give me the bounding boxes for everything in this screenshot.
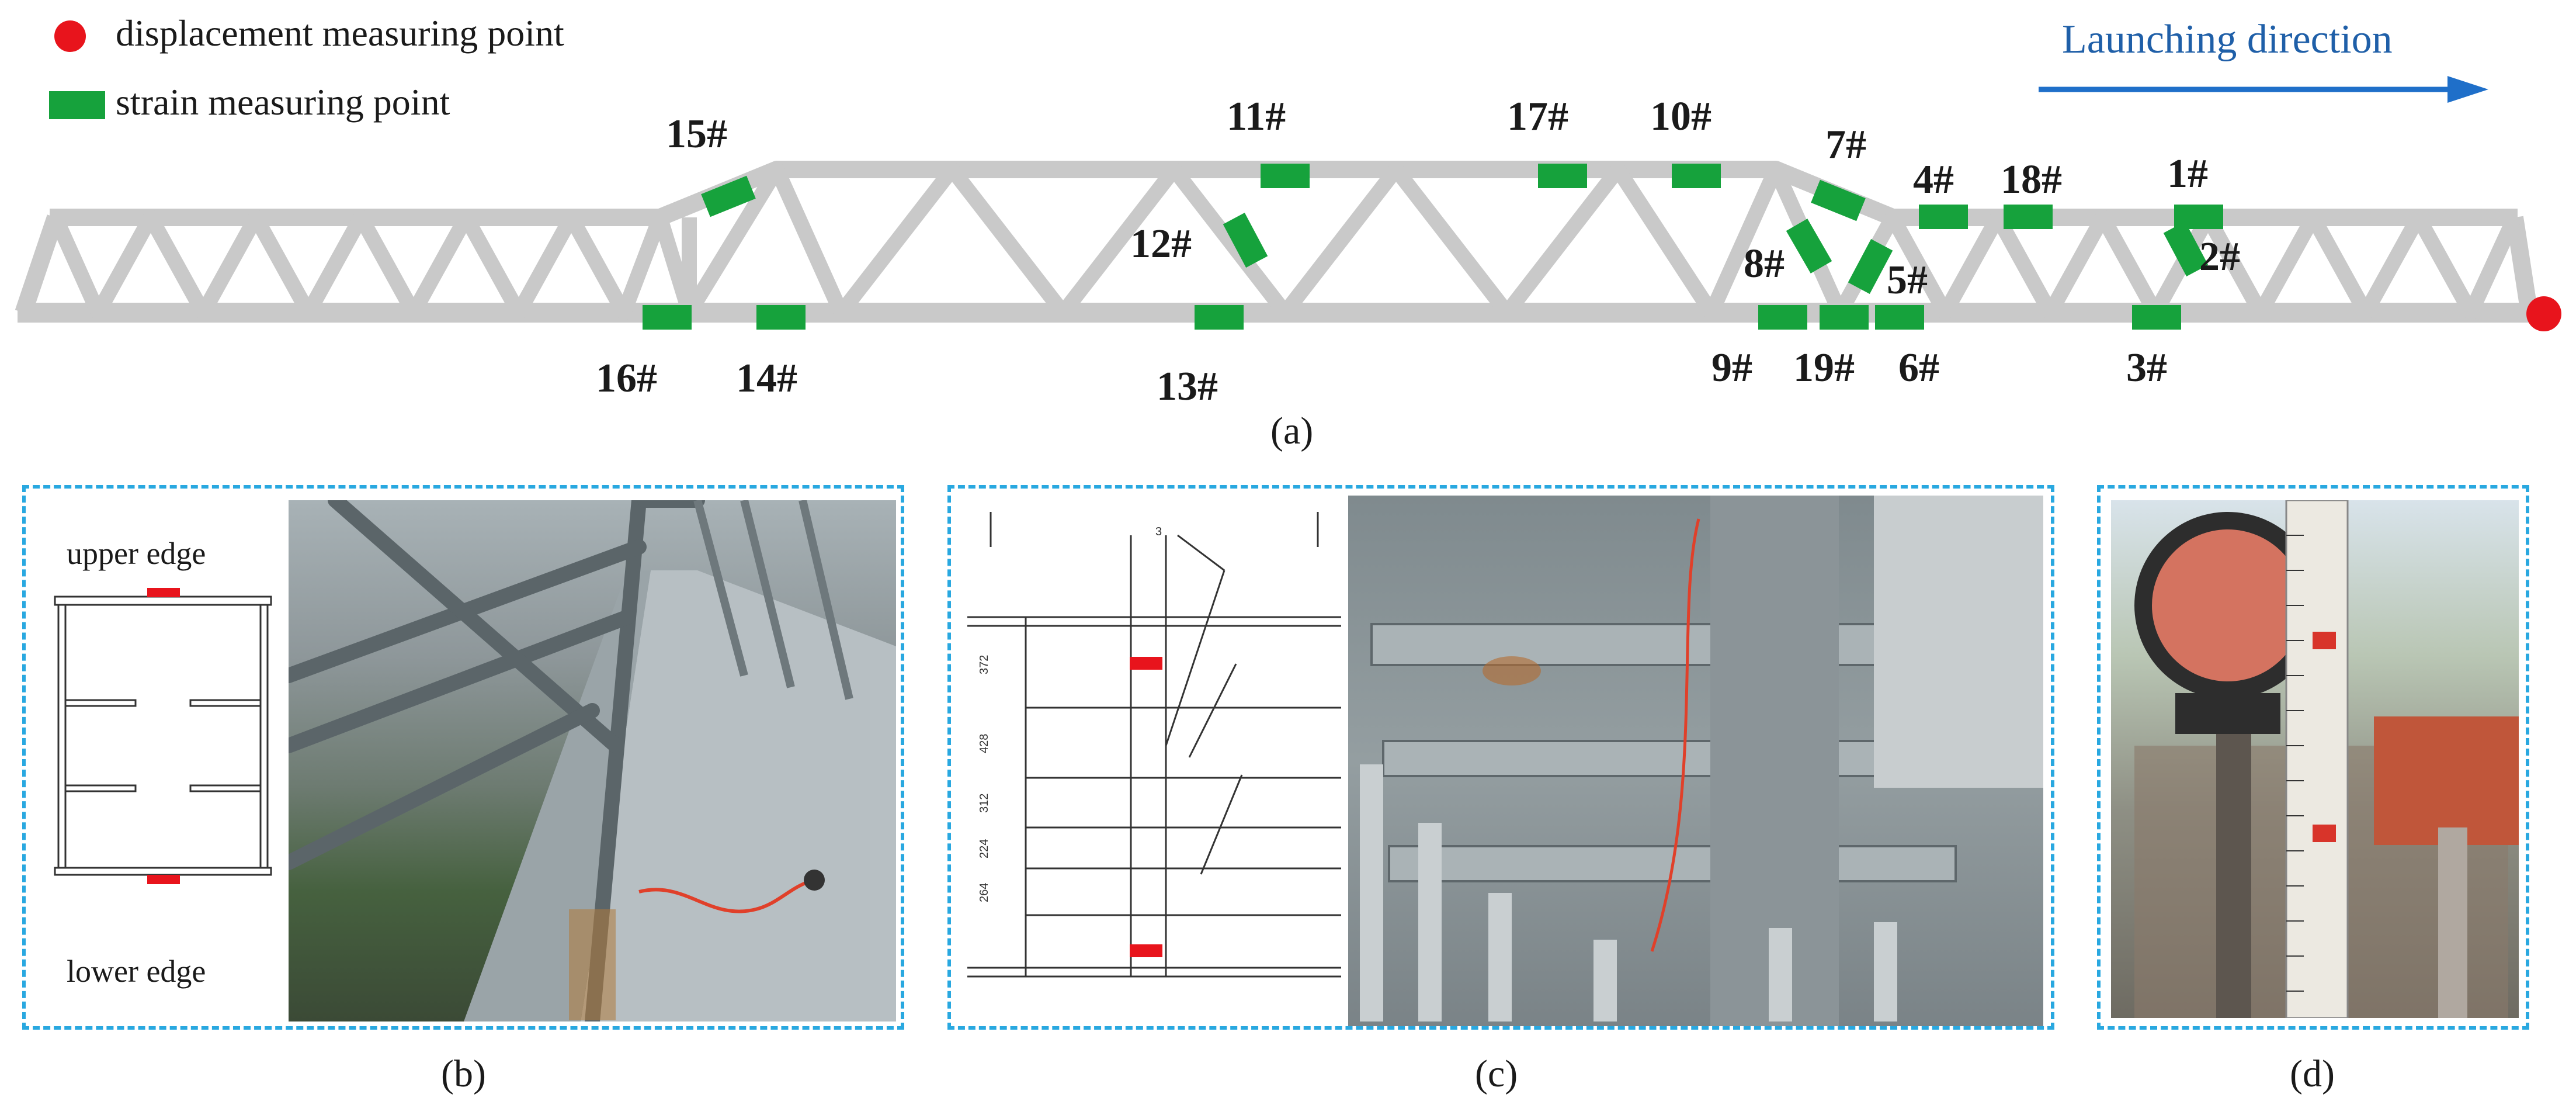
- label-6: 6#: [1898, 345, 1939, 390]
- truss-diagram: [15, 161, 2561, 331]
- panel-b: upper edge lower edge: [22, 485, 904, 1030]
- strain-legend-label: strain measuring point: [116, 81, 450, 123]
- label-10: 10#: [1650, 94, 1711, 139]
- dim-264: 264: [978, 883, 991, 902]
- label-3: 3#: [2126, 345, 2167, 390]
- weld-drawing-c: 372 428 312 224 264 3: [967, 512, 1341, 978]
- dim-224: 224: [978, 839, 991, 858]
- photo-bridge-walkway: [289, 500, 896, 1021]
- label-14: 14#: [736, 356, 797, 401]
- label-15: 15#: [666, 112, 727, 157]
- label-17: 17#: [1507, 94, 1568, 139]
- strain-gauge-5: [1848, 239, 1893, 294]
- label-5: 5#: [1887, 258, 1928, 303]
- lower-gauge-marker: [1130, 944, 1162, 957]
- label-19: 19#: [1793, 345, 1855, 390]
- strain-gauge-13: [1195, 305, 1244, 330]
- strain-gauge-16: [643, 305, 692, 330]
- panel-c: 372 428 312 224 264 3: [947, 485, 2054, 1030]
- strain-gauges: [643, 164, 2223, 330]
- displacement-point: [2526, 296, 2561, 331]
- label-8: 8#: [1744, 241, 1785, 286]
- strain-gauge-3: [2132, 305, 2181, 330]
- caption-c: (c): [1475, 1052, 1518, 1095]
- walkway-sketch: [289, 500, 896, 1021]
- label-4: 4#: [1913, 157, 1954, 202]
- label-9: 9#: [1711, 345, 1752, 390]
- strain-point-icon: [49, 91, 105, 119]
- label-2: 2#: [2199, 234, 2240, 279]
- strain-gauge-7: [1811, 179, 1866, 221]
- dim-372: 372: [978, 655, 991, 674]
- photo-girder-web: [1348, 496, 2043, 1026]
- displacement-legend-label: displacement measuring point: [116, 12, 564, 54]
- strain-gauge-8: [1786, 219, 1832, 273]
- upper-gauge-marker: [1130, 657, 1162, 670]
- strain-gauge-17: [1538, 164, 1587, 188]
- label-7: 7#: [1825, 122, 1866, 167]
- displacement-point-icon: [54, 20, 86, 52]
- photo-prism-ruler: [2111, 500, 2519, 1018]
- label-13: 13#: [1157, 364, 1218, 409]
- launching-direction-label: Launching direction: [2062, 17, 2393, 62]
- lower-edge-marker: [147, 875, 180, 884]
- label-11: 11#: [1227, 94, 1286, 139]
- caption-b: (b): [441, 1052, 486, 1095]
- upper-edge-label: upper edge: [67, 536, 206, 571]
- section-diagram-b: [54, 588, 272, 884]
- strain-gauge-4: [1919, 205, 1968, 229]
- launching-direction-arrow: [2039, 76, 2488, 103]
- upper-edge-marker: [147, 588, 180, 597]
- panel-d: [2097, 485, 2529, 1030]
- strain-gauge-14: [756, 305, 806, 330]
- strain-gauge-2: [2163, 221, 2209, 276]
- caption-d: (d): [2290, 1052, 2335, 1095]
- caption-a: (a): [1270, 410, 1314, 452]
- strain-gauge-15: [701, 175, 756, 217]
- label-16: 16#: [596, 356, 657, 401]
- label-12: 12#: [1130, 221, 1192, 266]
- label-1: 1#: [2167, 151, 2208, 196]
- label-18: 18#: [2001, 157, 2062, 202]
- lower-edge-label: lower edge: [67, 954, 206, 989]
- dim-428: 428: [978, 734, 991, 753]
- strain-gauge-18: [2004, 205, 2053, 229]
- strain-gauge-10: [1672, 164, 1721, 188]
- girder-sketch: [1360, 496, 2043, 1026]
- prism-sketch: [2134, 500, 2519, 1018]
- strain-gauge-9: [1758, 305, 1807, 330]
- strain-gauge-11: [1261, 164, 1310, 188]
- strain-gauge-6: [1875, 305, 1924, 330]
- dim-312: 312: [978, 794, 991, 813]
- strain-gauge-12: [1223, 213, 1268, 268]
- top-mark: 3: [1155, 525, 1162, 538]
- strain-gauge-19: [1820, 305, 1869, 330]
